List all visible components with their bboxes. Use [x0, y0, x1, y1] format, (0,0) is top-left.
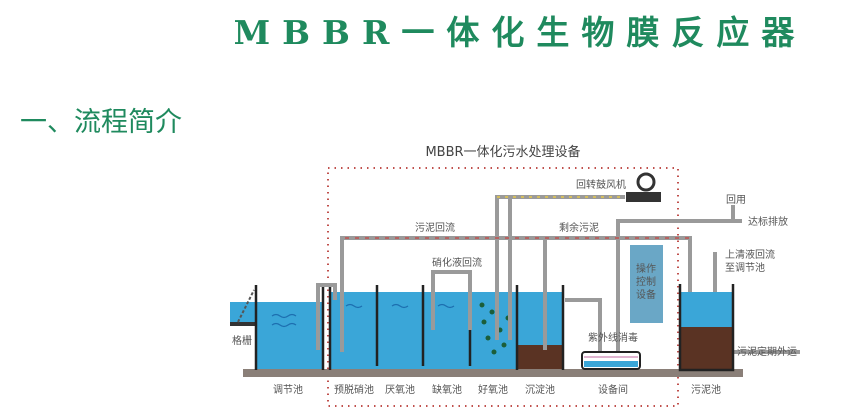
tank-label: 厌氧池: [385, 383, 415, 396]
label-sludge-out: 污泥定期外运: [737, 345, 797, 358]
tank-label: 缺氧池: [432, 383, 462, 396]
regulating-tank-water: [257, 302, 322, 369]
label-screen: 格栅: [232, 334, 252, 347]
diagram-subtitle: MBBR一体化污水处理设备: [425, 144, 580, 160]
label-blower: 回转鼓风机: [576, 178, 626, 191]
control-label-2: 控制: [636, 275, 656, 288]
uv-water: [584, 361, 638, 367]
tank-label: 污泥池: [691, 383, 721, 396]
control-label-3: 设备: [636, 288, 656, 301]
sludge-pool-walls: [678, 284, 735, 372]
section-heading: 一、流程简介: [20, 107, 182, 138]
ground-base: [243, 369, 743, 377]
tank-labels: 调节池 预脱硝池 厌氧池 缺氧池 好氧池 沉淀池 设备间 污泥池: [273, 383, 721, 396]
label-excess-sludge: 剩余污泥: [559, 221, 599, 234]
label-supernatant-1: 上清液回流: [725, 248, 775, 261]
sludge-pool-sludge: [681, 327, 732, 369]
tank-label: 设备间: [598, 383, 628, 396]
label-sludge-return: 污泥回流: [415, 221, 455, 234]
tank-walls: [254, 285, 565, 370]
screen-floor: [230, 322, 256, 326]
label-uv: 紫外线消毒: [588, 331, 638, 344]
page-title: MBBR一体化生物膜反应器: [233, 13, 807, 52]
equipment-boundary: [327, 167, 679, 407]
label-supernatant-2: 至调节池: [725, 261, 765, 274]
label-reuse: 回用: [726, 194, 746, 206]
label-discharge: 达标排放: [748, 215, 788, 228]
control-box: [630, 245, 663, 323]
tank-label: 调节池: [273, 383, 303, 396]
label-nitrate-return: 硝化液回流: [432, 256, 482, 269]
screen-grid: [237, 289, 255, 323]
control-label-1: 操作: [636, 262, 656, 275]
settling-sludge: [518, 345, 563, 369]
blower-icon: [636, 172, 656, 192]
tank-label: 好氧池: [478, 383, 508, 396]
sludge-pool-water: [681, 292, 732, 327]
tank-label: 沉淀池: [525, 383, 555, 396]
tank-label: 预脱硝池: [334, 383, 374, 396]
blower-body: [626, 192, 661, 202]
